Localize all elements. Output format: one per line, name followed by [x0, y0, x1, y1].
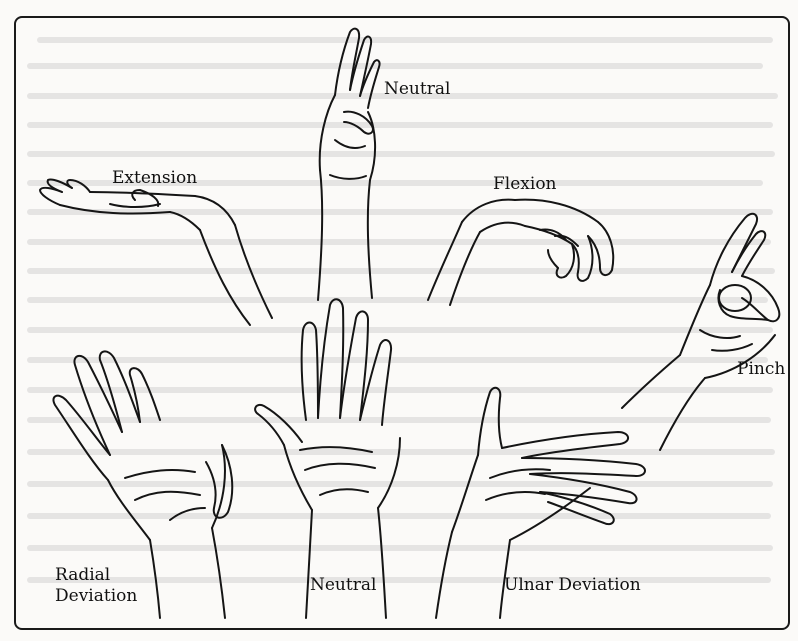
hand-pinch	[622, 214, 779, 450]
label-neutral-bottom: Neutral	[310, 575, 376, 596]
label-extension: Extension	[112, 168, 197, 189]
label-radial-deviation-line1: Radial	[55, 565, 150, 586]
label-flexion: Flexion	[493, 174, 557, 195]
hand-extension	[40, 179, 272, 325]
hand-neutral-palm	[255, 299, 400, 618]
hand-flexion	[428, 200, 613, 305]
label-radial-deviation: Radial Deviation	[55, 565, 150, 608]
hand-neutral-top	[318, 29, 380, 300]
label-pinch: Pinch	[737, 359, 785, 380]
label-neutral-top: Neutral	[384, 79, 450, 100]
label-radial-deviation-line2: Deviation	[55, 586, 150, 607]
label-ulnar-deviation: Ulnar Deviation	[504, 575, 641, 596]
